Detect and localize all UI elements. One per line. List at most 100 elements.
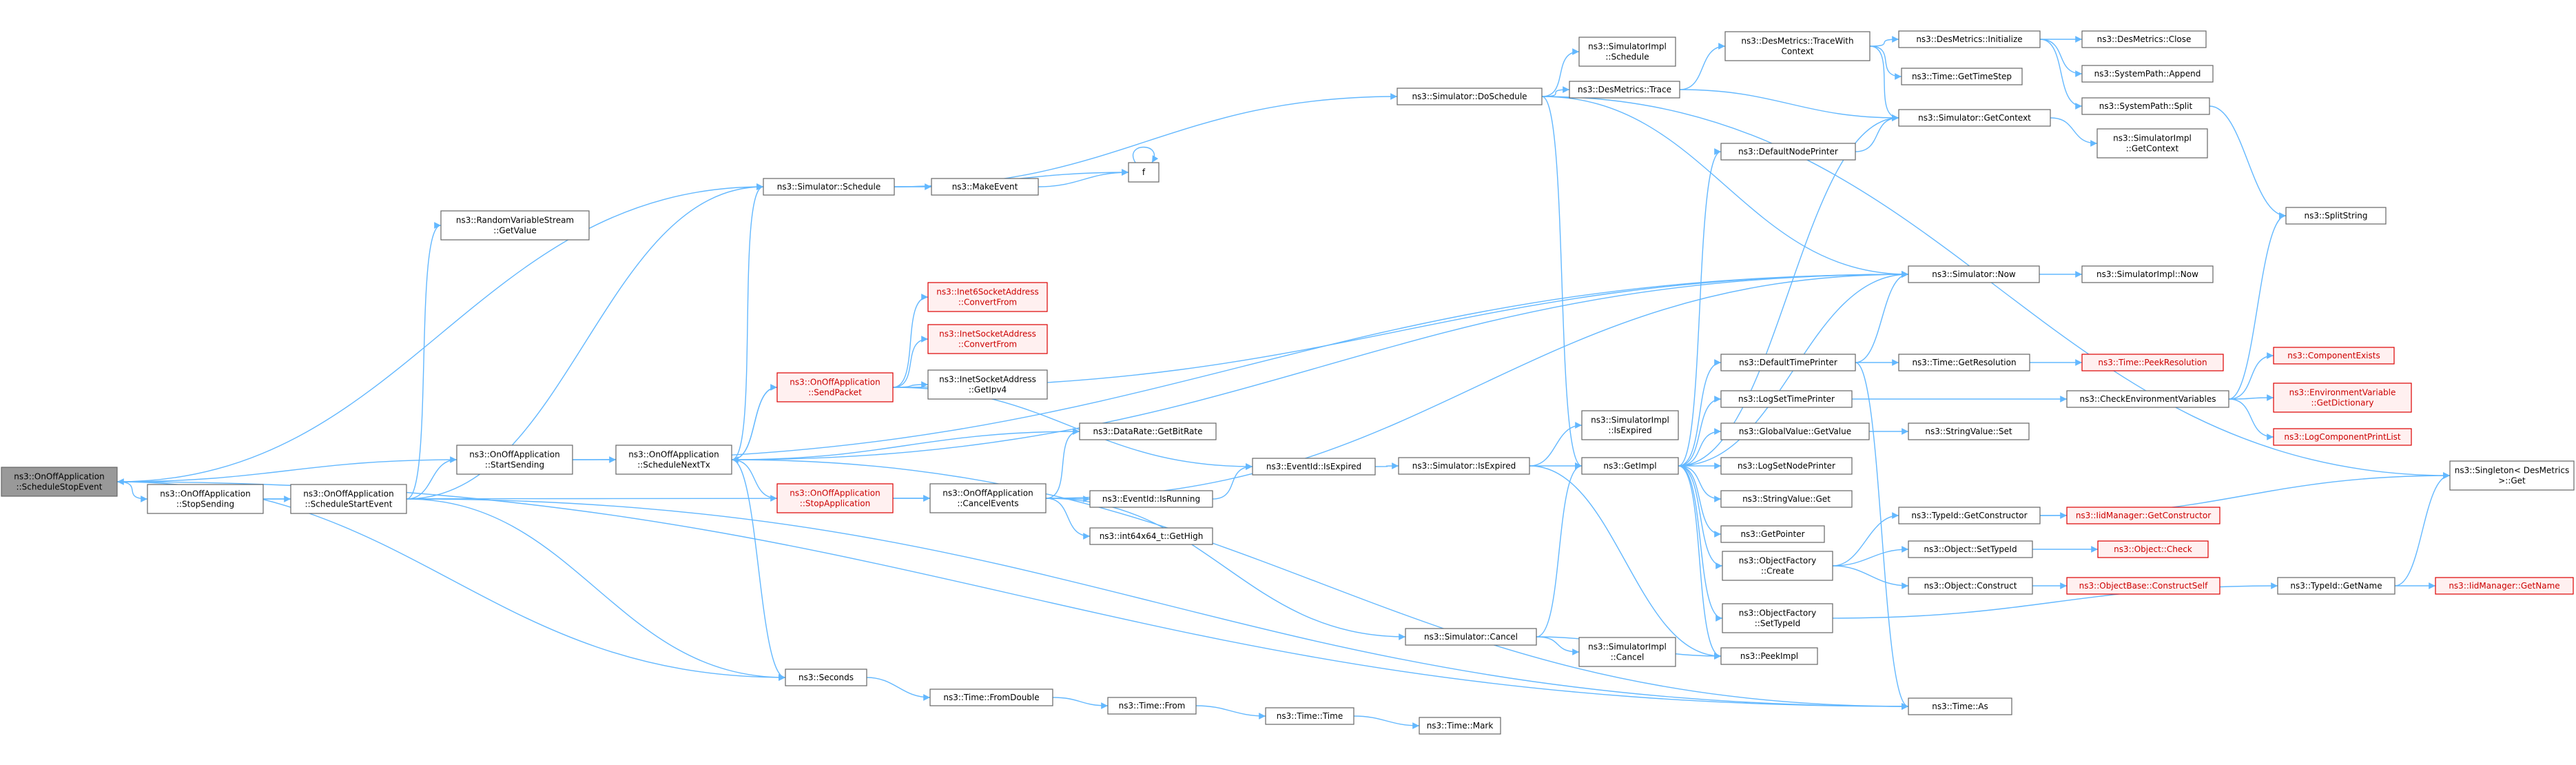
node-simGetContext[interactable]: ns3::Simulator::GetContext bbox=[1898, 109, 2051, 127]
node-implSchedule[interactable]: ns3::SimulatorImpl::Schedule bbox=[1578, 37, 1676, 67]
node-typeIdGetCtor[interactable]: ns3::TypeId::GetConstructor bbox=[1898, 507, 2041, 524]
node-logSetNode[interactable]: ns3::LogSetNodePrinter bbox=[1720, 457, 1853, 475]
node-label: ns3::Simulator::IsExpired bbox=[1412, 461, 1516, 471]
node-label: ::StopApplication bbox=[800, 499, 870, 509]
node-box bbox=[927, 282, 1048, 312]
node-pathSplit[interactable]: ns3::SystemPath::Split bbox=[2081, 97, 2210, 115]
node-implNow[interactable]: ns3::SimulatorImpl::Now bbox=[2081, 265, 2214, 283]
node-box bbox=[615, 445, 732, 475]
node-label: ns3::GlobalValue::GetValue bbox=[1739, 427, 1851, 436]
call-edge-ofCreate-typeIdGetCtor bbox=[1832, 512, 1899, 567]
node-pathAppend[interactable]: ns3::SystemPath::Append bbox=[2081, 65, 2214, 83]
node-box bbox=[1581, 410, 1679, 440]
node-objCheck[interactable]: ns3::Object::Check bbox=[2097, 540, 2209, 558]
node-getPointer[interactable]: ns3::GetPointer bbox=[1720, 525, 1825, 543]
call-edge-simDoSchedule-simNow bbox=[1541, 96, 1909, 278]
call-edge-ofCreate-objConstruct bbox=[1832, 565, 1909, 589]
node-int64High[interactable]: ns3::int64x64_t::GetHigh bbox=[1089, 527, 1213, 545]
node-desInit[interactable]: ns3::DesMetrics::Initialize bbox=[1898, 30, 2041, 48]
node-box bbox=[1720, 525, 1825, 543]
node-box bbox=[1569, 81, 1680, 99]
node-label: ::SetTypeId bbox=[1755, 619, 1801, 629]
node-compExists[interactable]: ns3::ComponentExists bbox=[2273, 347, 2395, 365]
node-constructSelf[interactable]: ns3::ObjectBase::ConstructSelf bbox=[2066, 577, 2220, 595]
node-defNodePrinter[interactable]: ns3::DefaultNodePrinter bbox=[1720, 143, 1856, 161]
node-singletonGet[interactable]: ns3::Singleton< DesMetrics>::Get bbox=[2449, 460, 2575, 491]
node-box bbox=[785, 669, 867, 686]
node-implCancel[interactable]: ns3::SimulatorImpl::Cancel bbox=[1578, 637, 1676, 667]
node-simCancel[interactable]: ns3::Simulator::Cancel bbox=[1405, 628, 1537, 646]
node-label: ns3::OnOffApplication bbox=[790, 378, 880, 387]
call-edge-getImpl-ofSetTypeId bbox=[1678, 465, 1723, 622]
node-startSending[interactable]: ns3::OnOffApplication::StartSending bbox=[456, 445, 573, 475]
node-typeIdGetName[interactable]: ns3::TypeId::GetName bbox=[2277, 577, 2395, 595]
node-label: ::ScheduleNextTx bbox=[637, 460, 710, 470]
node-cancelEvents[interactable]: ns3::OnOffApplication::CancelEvents bbox=[929, 483, 1047, 513]
node-box bbox=[931, 178, 1039, 196]
node-dataRate[interactable]: ns3::DataRate::GetBitRate bbox=[1079, 422, 1217, 440]
node-getResolution[interactable]: ns3::Time::GetResolution bbox=[1898, 354, 2030, 371]
node-scheduleStart[interactable]: ns3::OnOffApplication::ScheduleStartEven… bbox=[290, 484, 407, 514]
node-ofSetTypeId[interactable]: ns3::ObjectFactory::SetTypeId bbox=[1722, 603, 1833, 633]
node-timeTime[interactable]: ns3::Time::Time bbox=[1265, 707, 1354, 725]
node-label: ns3::CheckEnvironmentVariables bbox=[2080, 394, 2216, 404]
node-timeFrom[interactable]: ns3::Time::From bbox=[1107, 697, 1197, 715]
node-iidGetCtor[interactable]: ns3::IidManager::GetConstructor bbox=[2066, 507, 2220, 524]
node-eventIsExpired[interactable]: ns3::EventId::IsExpired bbox=[1252, 458, 1376, 476]
node-timeStep[interactable]: ns3::Time::GetTimeStep bbox=[1901, 68, 2023, 85]
node-inetIpv4[interactable]: ns3::InetSocketAddress::GetIpv4 bbox=[927, 369, 1048, 400]
node-simNow[interactable]: ns3::Simulator::Now bbox=[1908, 265, 2040, 283]
node-logCompList[interactable]: ns3::LogComponentPrintList bbox=[2273, 428, 2412, 446]
node-f[interactable]: f bbox=[1128, 162, 1160, 183]
node-stopApplication[interactable]: ns3::OnOffApplication::StopApplication bbox=[776, 483, 894, 513]
node-label: ns3::Time::GetTimeStep bbox=[1912, 72, 2012, 81]
node-box bbox=[2097, 540, 2209, 558]
node-simSchedule[interactable]: ns3::Simulator::Schedule bbox=[763, 178, 895, 196]
node-simIsExpired[interactable]: ns3::Simulator::IsExpired bbox=[1398, 457, 1530, 475]
node-desTrace[interactable]: ns3::DesMetrics::Trace bbox=[1569, 81, 1680, 99]
call-edge-defNodePrinter-simGetContext bbox=[1855, 114, 1899, 152]
call-edge-getImpl-logSetTime bbox=[1678, 396, 1722, 467]
node-iidGetName[interactable]: ns3::IidManager::GetName bbox=[2435, 577, 2574, 595]
node-globalGetValue[interactable]: ns3::GlobalValue::GetValue bbox=[1720, 422, 1870, 440]
node-label: ns3::SystemPath::Split bbox=[2099, 101, 2193, 111]
node-ofCreate[interactable]: ns3::ObjectFactory::Create bbox=[1722, 551, 1833, 581]
node-stopSending[interactable]: ns3::OnOffApplication::StopSending bbox=[147, 484, 264, 514]
node-desClose[interactable]: ns3::DesMetrics::Close bbox=[2081, 30, 2207, 48]
node-timeMark[interactable]: ns3::Time::Mark bbox=[1419, 717, 1501, 735]
node-fromDouble[interactable]: ns3::Time::FromDouble bbox=[929, 688, 1053, 706]
call-edge-seconds-fromDouble bbox=[866, 677, 931, 701]
node-implGetContext[interactable]: ns3::SimulatorImpl::GetContext bbox=[2096, 128, 2208, 159]
node-seconds[interactable]: ns3::Seconds bbox=[785, 669, 867, 686]
node-checkEnv[interactable]: ns3::CheckEnvironmentVariables bbox=[2066, 390, 2229, 408]
node-inet6[interactable]: ns3::Inet6SocketAddress::ConvertFrom bbox=[927, 282, 1048, 312]
call-edge-scheduleStart-startSending bbox=[406, 456, 457, 500]
node-label: ns3::SimulatorImpl::Now bbox=[2096, 269, 2198, 279]
node-defTimePrinter[interactable]: ns3::DefaultTimePrinter bbox=[1720, 354, 1856, 371]
node-peekResolution[interactable]: ns3::Time::PeekResolution bbox=[2081, 354, 2224, 371]
node-rvsGetValue[interactable]: ns3::RandomVariableStream::GetValue bbox=[440, 210, 590, 241]
node-implIsExpired[interactable]: ns3::SimulatorImpl::IsExpired bbox=[1581, 410, 1679, 440]
node-getImpl[interactable]: ns3::GetImpl bbox=[1581, 457, 1679, 475]
node-envDict[interactable]: ns3::EnvironmentVariable::GetDictionary bbox=[2273, 382, 2412, 413]
node-label: ns3::Singleton< DesMetrics bbox=[2455, 466, 2569, 476]
node-sendPacket[interactable]: ns3::OnOffApplication::SendPacket bbox=[776, 372, 894, 402]
node-scheduleNextTx[interactable]: ns3::OnOffApplication::ScheduleNextTx bbox=[615, 445, 732, 475]
node-box bbox=[2285, 207, 2387, 225]
node-inetConv[interactable]: ns3::InetSocketAddress::ConvertFrom bbox=[927, 324, 1048, 354]
node-root[interactable]: ns3::OnOffApplication::ScheduleStopEvent bbox=[1, 467, 118, 497]
node-timeAs[interactable]: ns3::Time::As bbox=[1908, 697, 2012, 715]
node-makeEvent[interactable]: ns3::MakeEvent bbox=[931, 178, 1039, 196]
node-logSetTime[interactable]: ns3::LogSetTimePrinter bbox=[1720, 390, 1853, 408]
node-simDoSchedule[interactable]: ns3::Simulator::DoSchedule bbox=[1397, 88, 1543, 105]
node-stringGet[interactable]: ns3::StringValue::Get bbox=[1720, 490, 1853, 508]
node-objSetTypeId[interactable]: ns3::Object::SetTypeId bbox=[1908, 540, 2033, 558]
node-stringSet[interactable]: ns3::StringValue::Set bbox=[1908, 422, 2030, 440]
node-splitString[interactable]: ns3::SplitString bbox=[2285, 207, 2387, 225]
call-edge-timeFrom-timeTime bbox=[1195, 705, 1266, 720]
node-eventIsRunning[interactable]: ns3::EventId::IsRunning bbox=[1089, 490, 1213, 508]
node-peekImpl[interactable]: ns3::PeekImpl bbox=[1720, 647, 1818, 665]
node-objConstruct[interactable]: ns3::Object::Construct bbox=[1908, 577, 2033, 595]
node-box bbox=[1724, 31, 1871, 61]
